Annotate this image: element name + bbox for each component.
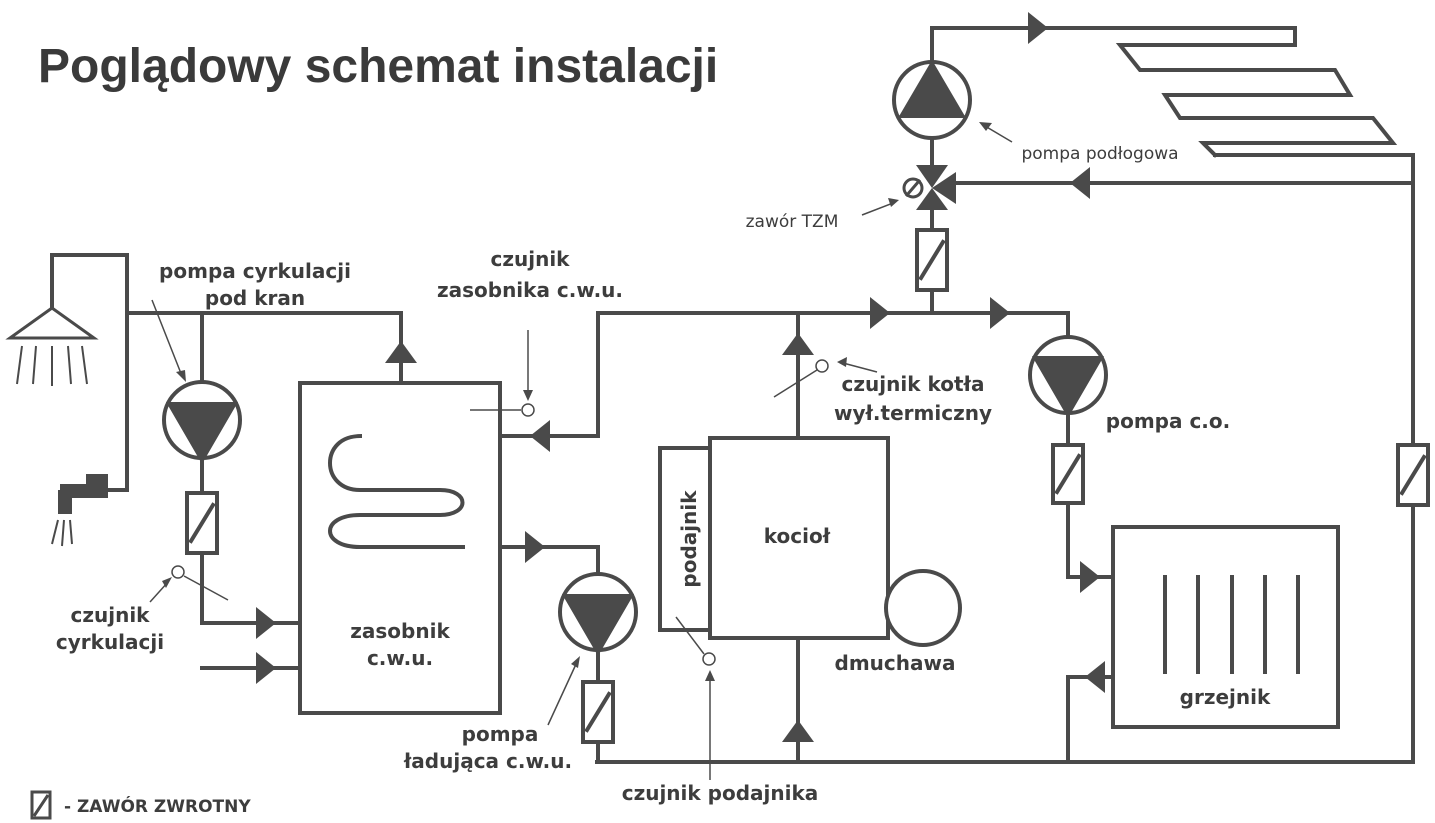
shower-head-icon [5,306,99,386]
label-charging-pump-1: pompa [462,722,539,746]
radiator [1111,525,1340,729]
label-circulation-pump-2: pod kran [205,286,305,310]
label-circulation-sensor-2: cyrkulacji [56,630,164,654]
check-valve-right [1396,443,1430,507]
label-boiler-sensor-2: wył.termiczny [834,401,992,425]
label-tank-sensor-2: zasobnika c.w.u. [437,278,623,302]
sensor-tank [470,403,535,417]
label-boiler-sensor-1: czujnik kotła [842,372,985,396]
check-valve-central-heating [1051,443,1085,505]
pump-charging [558,572,638,656]
blower [884,569,962,647]
blower-label: dmuchawa [835,651,956,675]
label-circulation-pump-1: pompa cyrkulacji [159,259,351,283]
leader-arrows [149,122,1013,780]
label-charging-pump-2: ładująca c.w.u. [403,749,572,773]
feeder-label: podajnik [677,490,701,588]
pump-underfloor [892,60,972,140]
label-underfloor-pump: pompa podłogowa [1021,144,1178,164]
legend-label: - ZAWÓR ZWROTNY [64,795,251,817]
label-tank-sensor-1: czujnik [491,247,571,271]
check-valve-circulation [185,491,219,555]
label-ch-pump: pompa c.o. [1106,409,1230,433]
page-title: Poglądowy schemat instalacji [38,40,718,93]
boiler [708,436,890,640]
label-feeder-sensor: czujnik podajnika [622,781,819,805]
tzm-valve [902,165,956,210]
tank-label-2: c.w.u. [367,646,433,670]
legend: - ZAWÓR ZWROTNY [30,790,251,820]
tank-label-1: zasobnik [350,619,450,643]
radiator-fins [1163,575,1300,674]
sensor-circulation [171,565,229,601]
check-valve-charging [581,680,615,744]
check-valve-tzm [915,228,949,292]
label-tzm-valve: zawór TZM [746,212,839,232]
label-circulation-sensor-1: czujnik [71,603,151,627]
sensor-feeder [675,616,716,666]
radiator-label: grzejnik [1180,685,1271,709]
sensor-boiler [773,359,829,398]
tank-coil [328,433,465,549]
pump-central-heating [1028,335,1108,418]
flow-arrows [256,12,1105,742]
boiler-label: kocioł [764,524,831,548]
tap-icon [51,474,108,547]
pump-circulation [162,380,242,464]
